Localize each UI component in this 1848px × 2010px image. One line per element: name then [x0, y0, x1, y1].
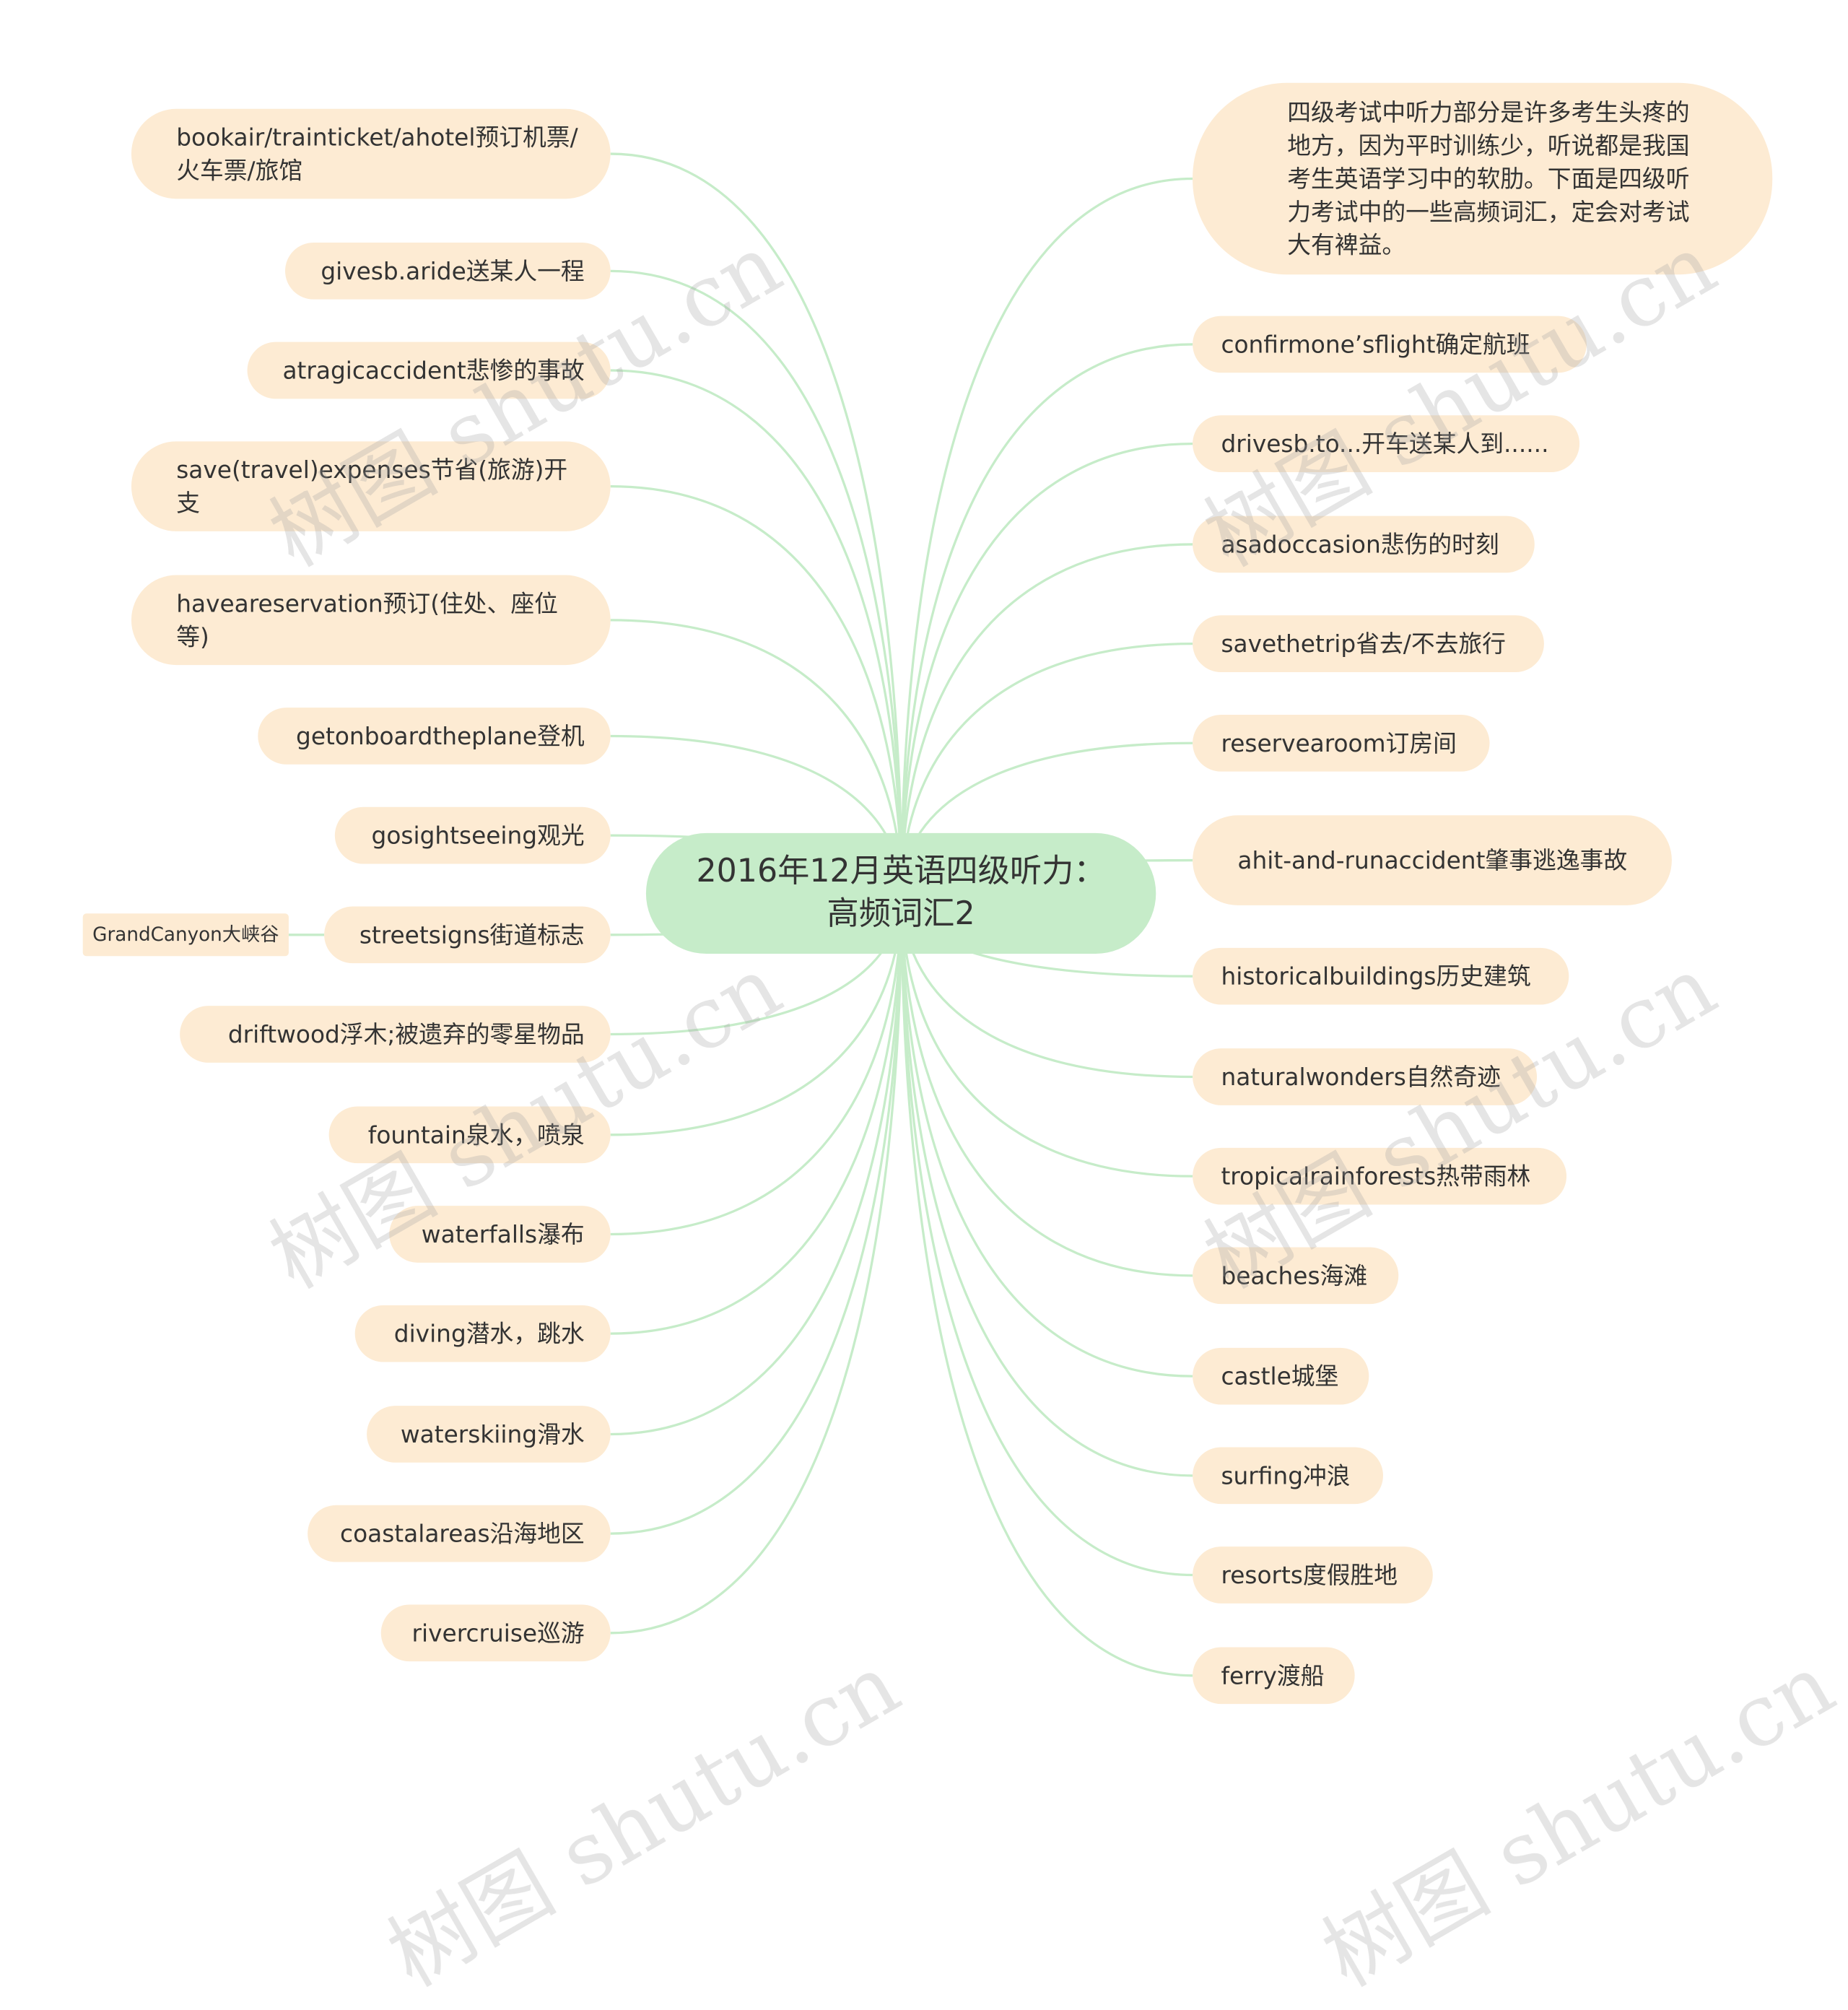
connector-left: [610, 269, 903, 894]
right-node-4[interactable]: asadoccasion悲伤的时刻: [1193, 515, 1535, 573]
right-node-12[interactable]: castle城堡: [1193, 1347, 1369, 1405]
right-node-intro[interactable]: 四级考试中听力部分是许多考生头疼的地方，因为平时训练少，听说都是我国考生英语学习…: [1193, 82, 1773, 275]
connector-right: [900, 893, 1193, 1277]
left-node-8-label: streetsigns街道标志: [359, 921, 585, 949]
connector-left: [610, 893, 903, 1535]
left-node-2-label: givesb.aride送某人一程: [321, 256, 585, 285]
connector-left: [610, 893, 903, 1436]
left-node-11-label: waterfalls瀑布: [421, 1219, 585, 1249]
connector-right: [900, 893, 1193, 1378]
right-node-15-label: ferry渡船: [1221, 1661, 1325, 1690]
right-node-5-label: savethetrip省去/不去旅行: [1221, 629, 1506, 658]
right-node-9-label: naturalwonders自然奇迹: [1221, 1062, 1501, 1092]
mindmap-canvas: 2016年12月英语四级听力：高频词汇2 bookair/trainticket…: [82, 82, 1848, 2006]
connector-left: [610, 484, 903, 894]
left-node-6[interactable]: getonboardtheplane登机: [258, 708, 611, 765]
connector-right: [900, 343, 1193, 894]
left-node-1[interactable]: bookair/trainticket/ahotel预订机票/火车票/旅馆: [131, 108, 611, 199]
right-node-14-label: resorts度假胜地: [1221, 1560, 1398, 1590]
central-topic[interactable]: 2016年12月英语四级听力：高频词汇2: [645, 832, 1156, 954]
left-node-14-label: coastalareas沿海地区: [340, 1519, 585, 1548]
right-node-3-label: drivesb.to...开车送某人到......: [1221, 429, 1549, 458]
right-node-11-label: beaches海滩: [1221, 1261, 1368, 1290]
connector-left: [610, 152, 903, 894]
left-node-4-label: save(travel)expenses节省(旅游)开支: [176, 456, 568, 518]
connector-right: [900, 177, 1193, 894]
connector-left: [610, 893, 903, 1335]
left-node-5[interactable]: haveareservation预订(住处、座位等): [131, 575, 611, 666]
connector-right: [900, 893, 1193, 1477]
right-node-11[interactable]: beaches海滩: [1193, 1247, 1399, 1305]
left-node-15-label: rivercruise巡游: [411, 1619, 585, 1648]
right-node-6[interactable]: reservearoom订房间: [1193, 714, 1490, 772]
left-node-13[interactable]: waterskiing滑水: [367, 1406, 611, 1463]
left-node-13-label: waterskiing滑水: [400, 1419, 585, 1449]
right-node-4-label: asadoccasion悲伤的时刻: [1221, 530, 1499, 559]
right-node-7[interactable]: ahit-and-runaccident肇事逃逸事故: [1193, 815, 1672, 905]
connector-right: [900, 893, 1193, 1577]
connector-right: [900, 442, 1193, 894]
right-node-10[interactable]: tropicalrainforests热带雨林: [1193, 1147, 1567, 1205]
right-node-5[interactable]: savethetrip省去/不去旅行: [1193, 615, 1544, 672]
right-node-8-label: historicalbuildings历史建筑: [1221, 962, 1531, 991]
connector-left: [610, 369, 903, 894]
right-node-8[interactable]: historicalbuildings历史建筑: [1193, 947, 1569, 1005]
connector-right: [900, 543, 1193, 894]
connector-left: [610, 893, 903, 1236]
left-node-5-label: haveareservation预订(住处、座位等): [176, 589, 558, 651]
right-node-6-label: reservearoom订房间: [1221, 728, 1457, 757]
right-node-intro-label: 四级考试中听力部分是许多考生头疼的地方，因为平时训练少，听说都是我国考生英语学习…: [1287, 98, 1690, 259]
left-node-3-label: atragicaccident悲惨的事故: [282, 356, 585, 385]
left-node-8[interactable]: streetsigns街道标志: [324, 906, 611, 964]
right-node-7-label: ahit-and-runaccident肇事逃逸事故: [1237, 845, 1628, 875]
right-node-3[interactable]: drivesb.to...开车送某人到......: [1193, 415, 1580, 472]
right-node-2[interactable]: confirmone’sflight确定航班: [1193, 316, 1587, 373]
left-node-6-label: getonboardtheplane登机: [296, 721, 585, 751]
left-node-3[interactable]: atragicaccident悲惨的事故: [247, 341, 611, 399]
left-node-10[interactable]: fountain泉水，喷泉: [328, 1106, 611, 1164]
right-node-13[interactable]: surfing冲浪: [1193, 1447, 1383, 1505]
right-node-10-label: tropicalrainforests热带雨林: [1221, 1162, 1531, 1191]
connector-right: [900, 893, 1193, 1677]
left-node-4[interactable]: save(travel)expenses节省(旅游)开支: [131, 441, 611, 531]
left-node-7[interactable]: gosightseeing观光: [334, 806, 611, 864]
left-node-11[interactable]: waterfalls瀑布: [389, 1206, 611, 1263]
sub-node-grandcanyon[interactable]: GrandCanyon大峡谷: [82, 913, 289, 957]
left-node-9-label: driftwood浮木;被遗弃的零星物品: [227, 1019, 585, 1049]
right-node-9[interactable]: naturalwonders自然奇迹: [1193, 1048, 1538, 1105]
left-node-15[interactable]: rivercruise巡游: [380, 1604, 611, 1662]
left-node-12[interactable]: diving潜水，跳水: [354, 1305, 611, 1362]
left-node-2[interactable]: givesb.aride送某人一程: [284, 242, 611, 300]
right-node-12-label: castle城堡: [1221, 1362, 1339, 1391]
left-node-10-label: fountain泉水，喷泉: [367, 1121, 585, 1149]
right-node-13-label: surfing冲浪: [1221, 1461, 1351, 1490]
central-topic-label: 2016年12月英语四级听力：高频词汇2: [696, 853, 1106, 933]
right-node-15[interactable]: ferry渡船: [1193, 1647, 1355, 1705]
left-node-7-label: gosightseeing观光: [371, 821, 585, 850]
left-node-12-label: diving潜水，跳水: [393, 1319, 585, 1348]
left-node-1-label: bookair/trainticket/ahotel预订机票/火车票/旅馆: [176, 123, 578, 185]
right-node-14[interactable]: resorts度假胜地: [1193, 1546, 1433, 1604]
left-node-9[interactable]: driftwood浮木;被遗弃的零星物品: [180, 1006, 611, 1063]
right-node-2-label: confirmone’sflight确定航班: [1221, 330, 1530, 359]
left-node-14[interactable]: coastalareas沿海地区: [308, 1505, 611, 1562]
sub-node-label: GrandCanyon大峡谷: [92, 923, 279, 946]
connector-left: [610, 893, 903, 1635]
